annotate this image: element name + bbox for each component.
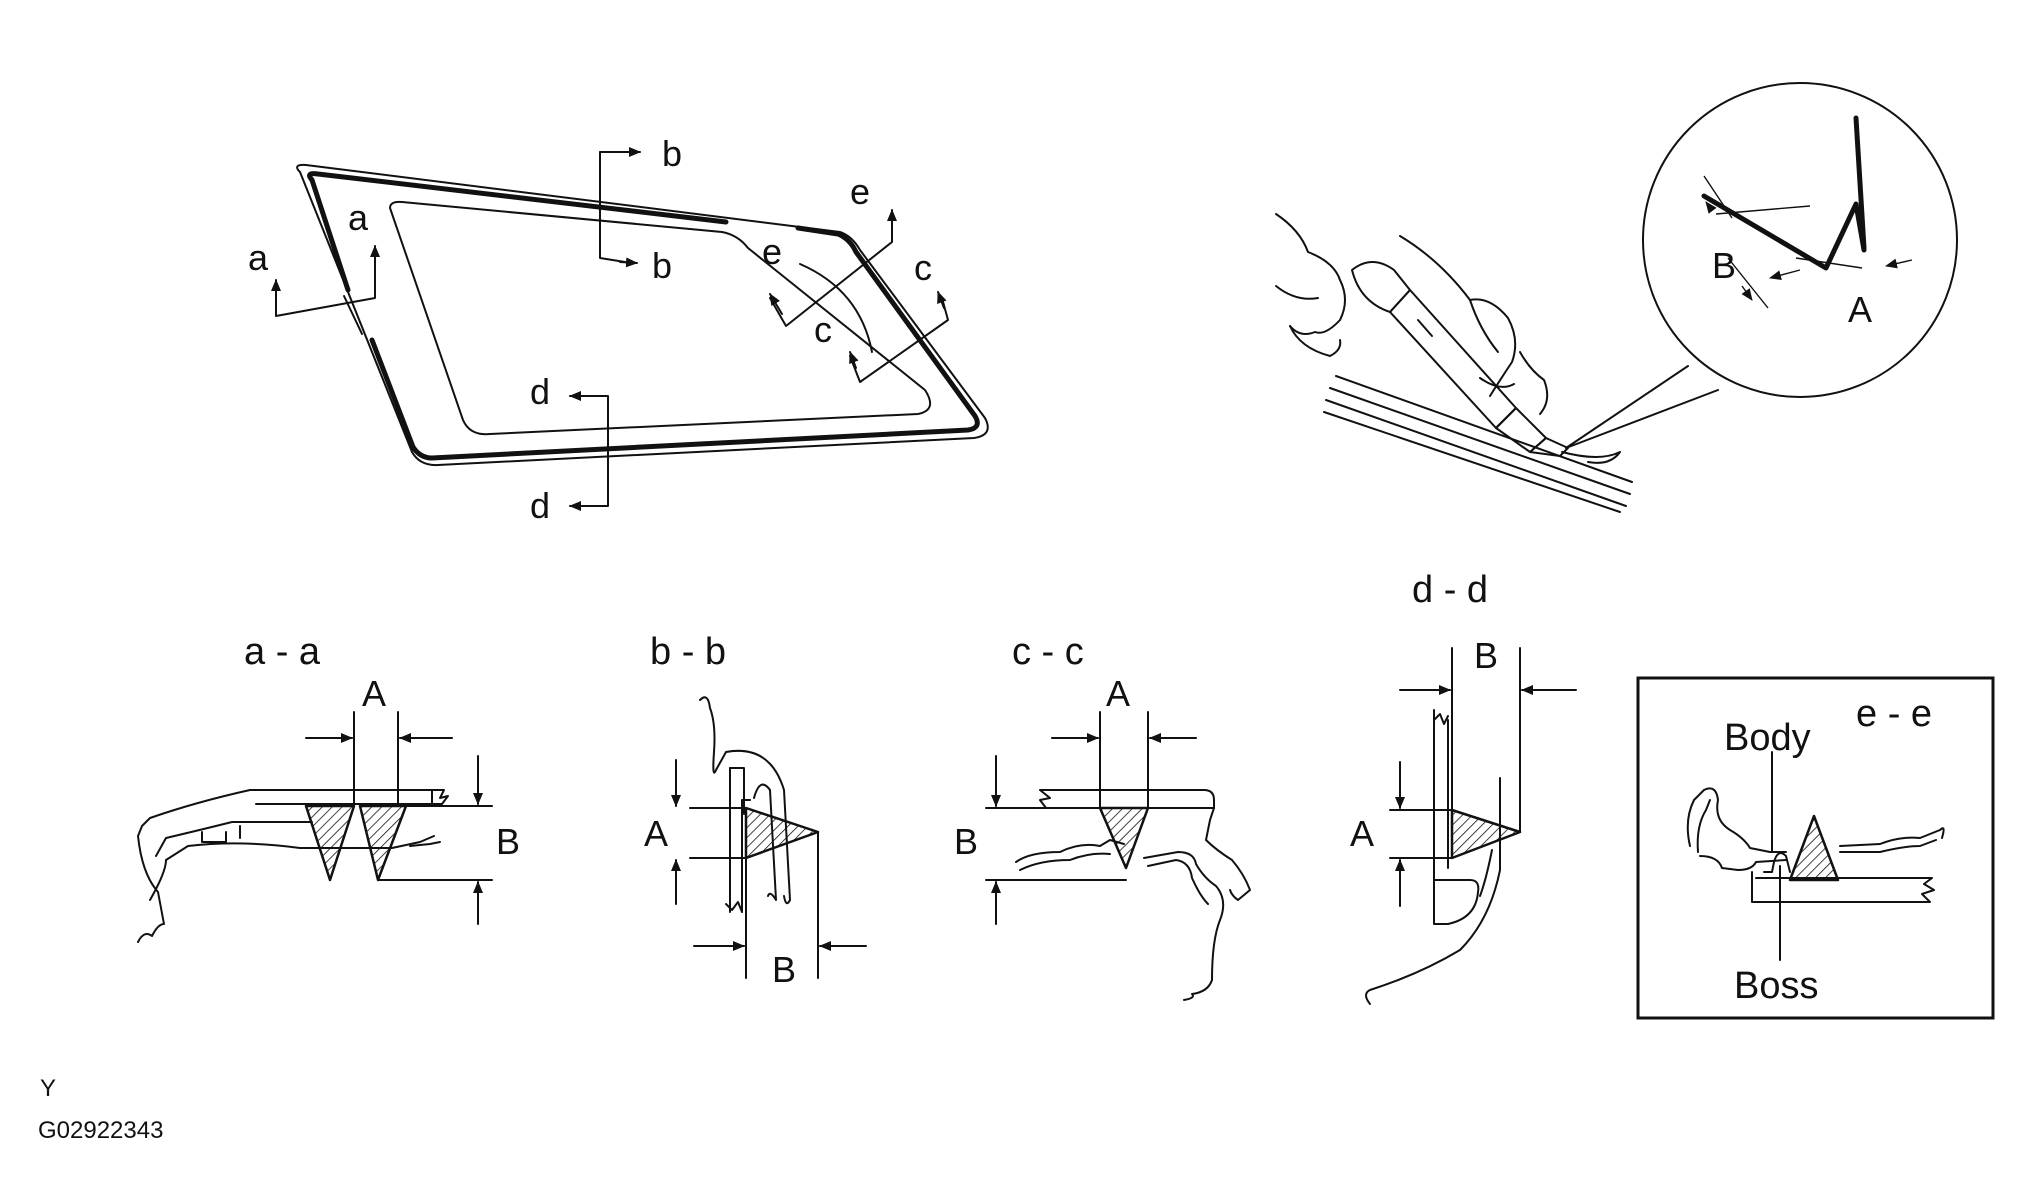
bead-detail-callout: [1565, 82, 1958, 449]
bb-dim-b: B: [772, 949, 796, 990]
callout-boss: Boss: [1734, 965, 1818, 1007]
dd-dim-a: A: [1350, 813, 1374, 854]
callout-dim-a: A: [1848, 289, 1872, 330]
section-title-dd: d - d: [1412, 569, 1488, 611]
callout-dim-b: B: [1712, 245, 1736, 286]
marker-b-top: b: [662, 133, 682, 174]
marker-d-top: d: [530, 371, 550, 412]
aa-dim-b: B: [496, 821, 520, 862]
section-title-aa: a - a: [244, 631, 321, 673]
section-title-bb: b - b: [650, 631, 726, 673]
section-title-cc: c - c: [1012, 631, 1084, 673]
marker-b-bottom: b: [652, 245, 672, 286]
marker-c-top: c: [914, 247, 932, 288]
section-dd-drawing: [1365, 647, 1577, 1005]
dd-dim-b: B: [1474, 635, 1498, 676]
adhesive-application-illustration: [1275, 213, 1633, 513]
section-ee-drawing: [1686, 751, 1945, 961]
section-aa-drawing: [137, 711, 493, 943]
marker-c-bottom: c: [814, 309, 832, 350]
marker-d-bottom: d: [530, 485, 550, 526]
section-ee-frame: [1636, 676, 1995, 1020]
section-markers: [271, 147, 949, 511]
quarter-window-glass: [296, 163, 989, 467]
section-title-ee: e - e: [1856, 693, 1932, 735]
marker-e-top: e: [850, 171, 870, 212]
marker-a-left: a: [248, 237, 269, 278]
section-bb-drawing: [671, 696, 867, 979]
marker-a-right: a: [348, 197, 369, 238]
callout-body: Body: [1724, 717, 1811, 759]
bb-dim-a: A: [644, 813, 668, 854]
cc-dim-b: B: [954, 821, 978, 862]
cc-dim-a: A: [1106, 673, 1130, 714]
aa-dim-a: A: [362, 673, 386, 714]
footer-letter: Y: [40, 1075, 56, 1102]
marker-e-bottom: e: [762, 231, 782, 272]
section-cc-drawing: [985, 711, 1251, 1001]
figure-code: G02922343: [38, 1117, 163, 1144]
